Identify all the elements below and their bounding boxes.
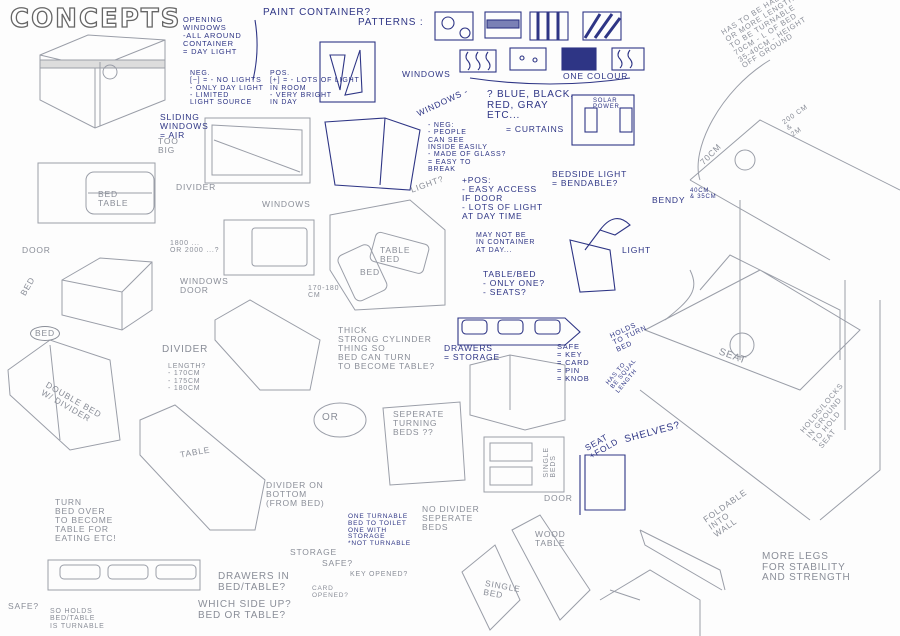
note-drawers-in-bed: DRAWERS IN BED/TABLE?	[218, 571, 290, 593]
note-bendy-height: 40cm & 35cm	[690, 188, 717, 201]
page-title: CONCEPTS	[9, 3, 182, 34]
note-neg-lights: NEG. [−] = - NO LIGHTS - ONLY DAY LIGHT …	[190, 70, 264, 107]
note-key-opened: KEY OPENED?	[350, 571, 409, 578]
note-bed-circle: BED	[30, 326, 60, 341]
note-table-bed: TABLE BED	[380, 245, 411, 264]
pattern-swatches	[434, 11, 645, 85]
note-safe-q: SAFE?	[322, 558, 353, 568]
note-divider-1: DIVIDER	[176, 182, 217, 192]
note-which-side: WHICH SIDE UP? BED OR TABLE?	[198, 599, 292, 621]
note-one-turnable: ONE TURNABLE BED TO TOILET ONE WITH STOR…	[348, 513, 411, 548]
note-thick-cylinder: THICK STRONG CYLINDER THING SO BED CAN T…	[338, 325, 435, 371]
solar-power-sketch	[571, 94, 635, 146]
note-windows-door: WINDOWS DOOR	[180, 276, 229, 295]
note-paint-container: PAINT CONTAINER?	[263, 7, 371, 18]
note-windows-3: WINDOWS	[262, 199, 311, 209]
note-windows-pos: +POS: - EASY ACCESS IF DOOR - LOTS OF LI…	[462, 175, 543, 221]
note-length-q: LENGTH? - 170cm - 175cm - 180cm	[168, 363, 206, 393]
note-colours: ? BLUE, BLACK, RED, GRAY ETC...	[487, 89, 574, 121]
note-card-opened: CARD OPENED?	[312, 585, 349, 599]
note-bed-table: BED TABLE	[98, 189, 129, 208]
note-too-big: TOO BIG	[158, 136, 179, 155]
note-size-170: 170-180 cm	[308, 285, 340, 300]
note-opening-windows: OPENING WINDOWS -ALL AROUND CONTAINER = …	[183, 15, 242, 56]
note-storage: STORAGE	[290, 547, 338, 557]
note-no-divider: NO DIVIDER SEPERATE BEDS	[422, 504, 480, 532]
note-divider-bottom: DIVIDER ON BOTTOM (FROM BED)	[266, 480, 325, 508]
note-curtains: = CURTAINS	[506, 124, 564, 134]
window-sketch	[204, 117, 311, 184]
note-drawers-storage: DRAWERS = STORAGE	[444, 343, 500, 362]
note-table-bed-only: TABLE/BED - ONLY ONE? - SEATS?	[483, 269, 545, 297]
note-pos-lights: POS. [+] = - LOTS OF LIGHT IN ROOM - VER…	[270, 70, 360, 107]
note-separate-beds: SEPERATE TURNING BEDS ??	[393, 409, 445, 437]
note-size-1800: 1800 ... or 2000 ...?	[170, 240, 220, 255]
note-door-1: DOOR	[22, 245, 51, 255]
note-more-legs: MORE LEGS FOR STABILITY AND STRENGTH	[762, 551, 851, 583]
note-light: LIGHT	[622, 245, 652, 255]
note-safe-2: SAFE?	[8, 601, 39, 611]
note-sliding-windows: SLIDING WINDOWS = AIR	[160, 112, 209, 140]
note-divider-2: DIVIDER	[162, 344, 209, 355]
container-side-sketch	[37, 162, 156, 224]
note-door-2: DOOR	[544, 493, 573, 503]
note-wood-table: WOOD TABLE	[535, 529, 566, 548]
note-bendy: BENDY	[652, 195, 686, 205]
note-or: OR	[322, 412, 339, 423]
note-so-holds: SO HOLDS BED/TABLE IS TURNABLE	[50, 608, 105, 630]
note-patterns: PATTERNS :	[358, 17, 424, 28]
note-may-not-be: MAY NOT BE IN CONTAINER AT DAY...	[476, 232, 536, 254]
note-single-beds: SINGLE BEDS	[542, 447, 558, 478]
note-solar-power: SOLAR POWER	[593, 98, 620, 111]
container-sketch	[39, 34, 166, 129]
note-one-colour: ONE COLOUR	[563, 71, 629, 81]
note-windows-neg: - NEG: - PEOPLE CAN SEE INSIDE EASILY - …	[428, 122, 507, 174]
note-windows-1: WINDOWS	[402, 69, 451, 79]
note-bedside-light: BEDSIDE LIGHT = BENDABLE?	[552, 169, 628, 188]
note-safe-options: SAFE = KEY = CARD = PIN = KNOB	[557, 342, 590, 383]
note-bed-2: BED	[360, 267, 380, 277]
note-turn-bed-over: TURN BED OVER TO BECOME TABLE FOR EATING…	[55, 497, 117, 543]
